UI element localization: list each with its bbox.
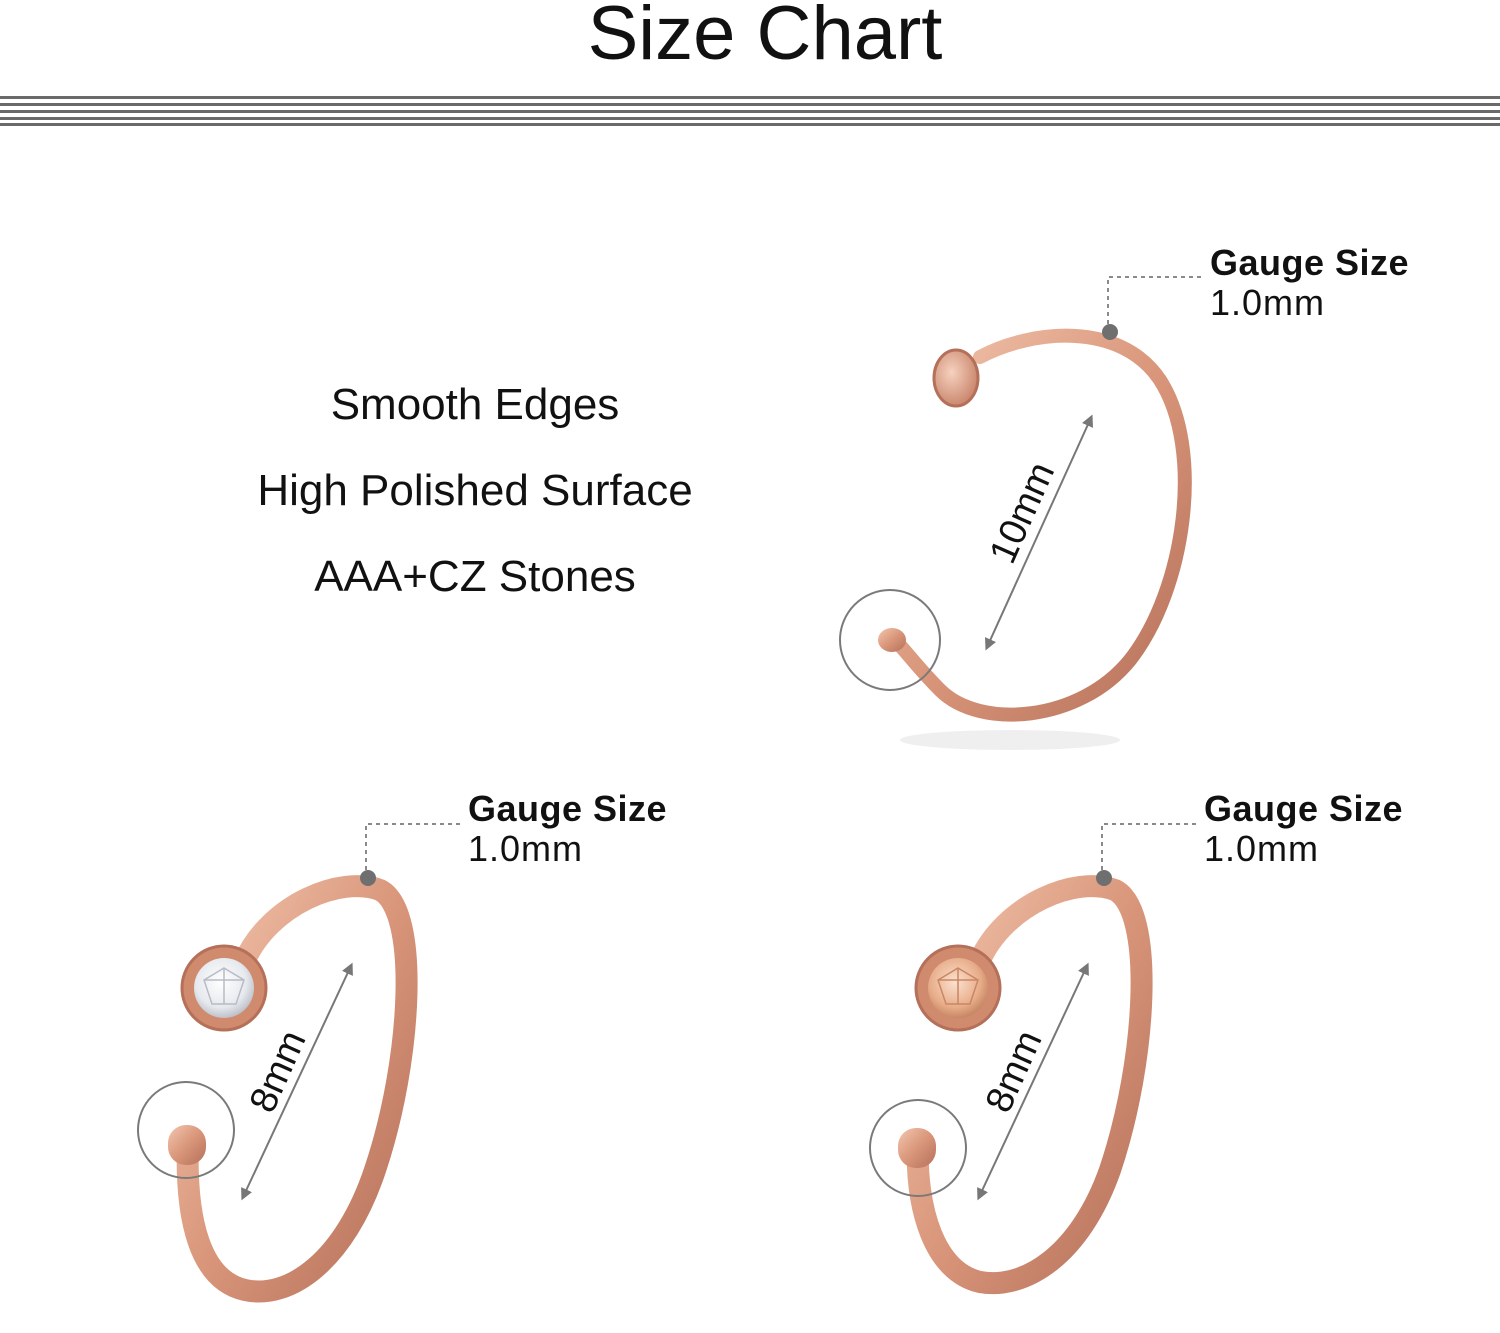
stone-facets [203, 967, 245, 1005]
ring-3: 8mm [869, 823, 1198, 1295]
gauge-callout-ring-2: Gauge Size 1.0mm [468, 789, 667, 869]
ring-1-shadow [900, 730, 1120, 750]
stone-facets [937, 967, 979, 1005]
header-rule-1 [0, 96, 1500, 99]
ring-3-band [906, 875, 1153, 1295]
feature-smooth-edges: Smooth Edges [330, 380, 620, 429]
gauge-callout-ring-1: Gauge Size 1.0mm [1210, 243, 1409, 323]
diameter-arrow [985, 414, 1093, 651]
diameter-label: 10mm [982, 456, 1063, 570]
gauge-label: Gauge Size [1210, 242, 1410, 283]
gauge-pointer-line [1107, 276, 1205, 332]
diameter-label: 8mm [978, 1024, 1051, 1118]
detail-circle [839, 589, 941, 691]
gauge-pointer-line [1101, 823, 1198, 878]
header-rule-3 [0, 110, 1500, 113]
ring-2-ball-end [168, 1125, 206, 1165]
feature-list: Smooth Edges High Polished Surface AAA+C… [250, 370, 700, 628]
ring-3-ball-end [898, 1128, 936, 1168]
ring-1-ball-end [878, 628, 906, 652]
ring-1-band [888, 328, 1192, 722]
detail-circle [137, 1081, 235, 1179]
header-rule-2 [0, 103, 1500, 106]
ring-1-disc-end [932, 348, 980, 408]
header-rule-5 [0, 123, 1500, 126]
ring-2: 8mm [137, 823, 462, 1303]
diameter-label: 8mm [242, 1024, 315, 1118]
gauge-pointer-dot [1096, 870, 1112, 886]
gauge-label: Gauge Size [1204, 788, 1404, 829]
gauge-label: Gauge Size [468, 788, 668, 829]
ring-2-band [176, 875, 418, 1303]
page-title: Size Chart [587, 0, 943, 76]
gauge-value: 1.0mm [468, 828, 584, 869]
detail-circle [869, 1099, 967, 1197]
ring-1: 10mm [839, 276, 1205, 750]
gauge-callout-ring-3: Gauge Size 1.0mm [1204, 789, 1403, 869]
header-rule-4 [0, 117, 1500, 120]
feature-polished-surface: High Polished Surface [257, 466, 693, 515]
gauge-value: 1.0mm [1210, 282, 1326, 323]
gauge-pointer-dot [360, 870, 376, 886]
gauge-pointer-line [365, 823, 462, 878]
diameter-arrow [241, 962, 353, 1201]
diameter-arrow [977, 962, 1089, 1201]
gauge-pointer-dot [1102, 324, 1118, 340]
feature-cz-stones: AAA+CZ Stones [314, 552, 636, 601]
gauge-value: 1.0mm [1204, 828, 1320, 869]
